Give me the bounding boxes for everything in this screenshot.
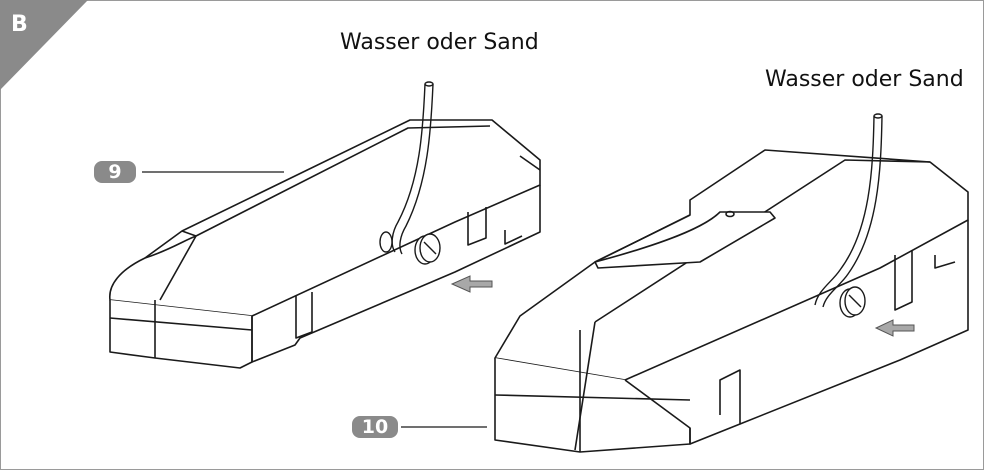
part-number-badge-9: 9: [94, 161, 136, 183]
water-hose-icon: [814, 113, 883, 308]
fill-label-left: Wasser oder Sand: [340, 30, 539, 55]
corner-panel-marker: [0, 0, 88, 90]
base-foot-left: [109, 119, 541, 369]
water-hose-icon: [379, 81, 434, 255]
part-number-badge-10: 10: [352, 416, 398, 438]
filler-cap-icon: [414, 233, 441, 265]
fill-arrow-icon: [874, 319, 915, 337]
base-foot-right: [494, 149, 969, 453]
fill-label-right: Wasser oder Sand: [765, 67, 964, 92]
fill-arrow-icon: [450, 275, 493, 293]
filler-cap-icon: [839, 286, 866, 318]
panel-letter: B: [11, 12, 28, 37]
